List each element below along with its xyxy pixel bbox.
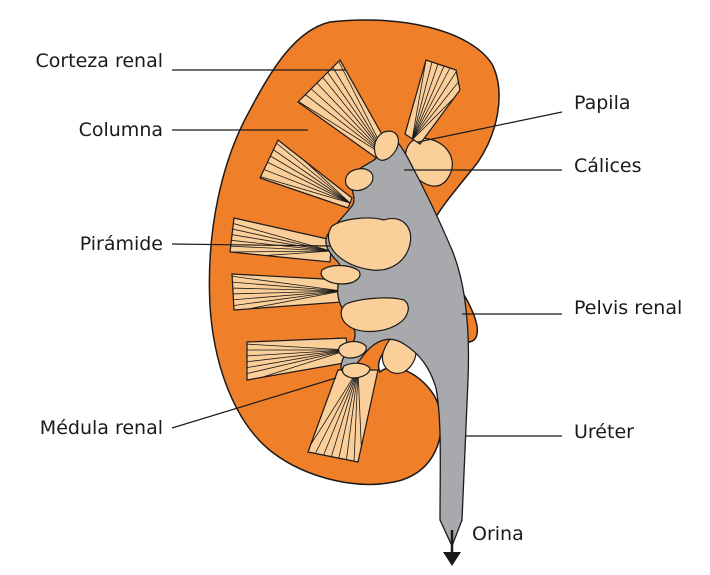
label-medula-renal: Médula renal bbox=[40, 417, 163, 439]
label-corteza-renal: Corteza renal bbox=[35, 50, 163, 72]
label-piramide: Pirámide bbox=[80, 233, 163, 255]
label-orina: Orina bbox=[472, 523, 524, 545]
urine-arrow bbox=[443, 530, 461, 566]
label-pelvis-renal: Pelvis renal bbox=[574, 297, 682, 319]
label-ureter: Uréter bbox=[574, 421, 634, 443]
label-calices: Cálices bbox=[574, 155, 642, 177]
label-columna: Columna bbox=[79, 119, 163, 141]
label-papila: Papila bbox=[574, 92, 631, 114]
arrow-head-icon bbox=[443, 552, 461, 566]
